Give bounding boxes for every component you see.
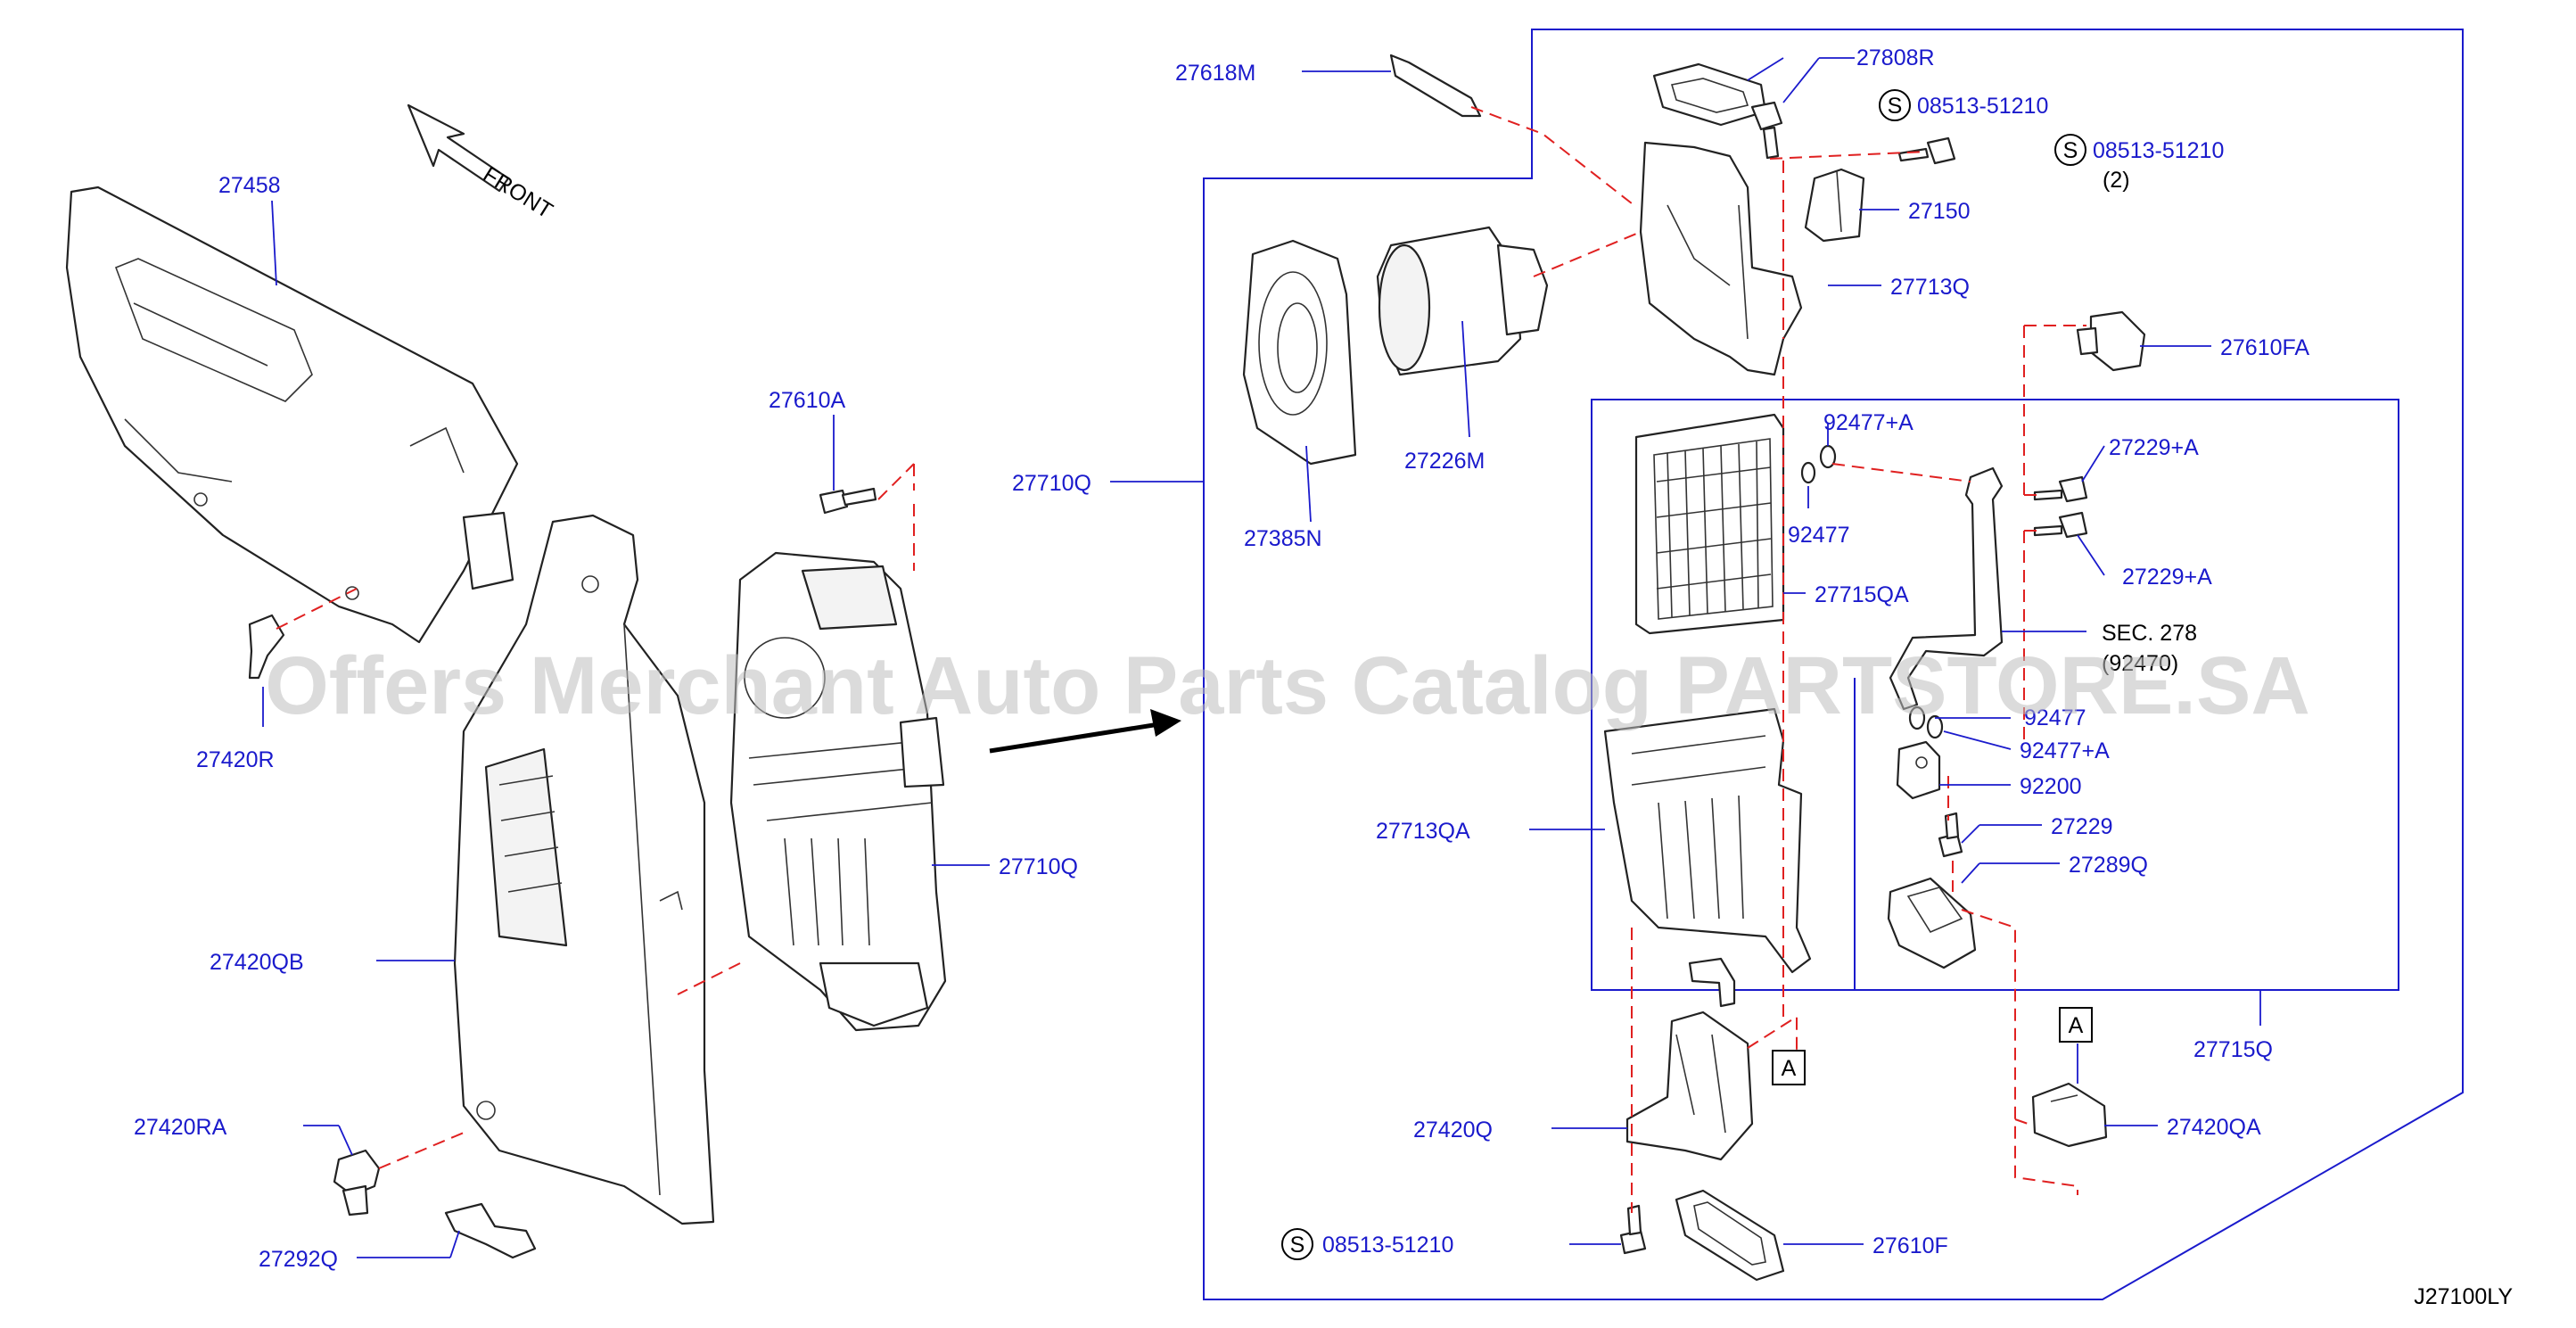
label-27420Q: 27420Q: [1413, 1118, 1493, 1142]
evaporator-frame: [1591, 399, 2399, 991]
label-27420RA: 27420RA: [134, 1115, 227, 1140]
evaporator-core-27715QA: [1634, 413, 1785, 635]
pipe-sec-278: [1889, 466, 2004, 711]
svg-text:A: A: [2069, 1013, 2084, 1038]
bolt-27229A-a: [2033, 475, 2088, 503]
screw-08513-c: [1619, 1204, 1647, 1255]
fan-housing-27385N: [1242, 239, 1357, 466]
screw-symbol-c: S: [1281, 1228, 1313, 1260]
pillar-panel-27420QB: [453, 514, 715, 1225]
label-08513-c: 08513-51210: [1322, 1233, 1453, 1258]
bracket-27292Q: [444, 1202, 537, 1259]
bolt-27610A: [819, 487, 877, 515]
bolt-27229: [1938, 812, 1963, 858]
label-92477A-b: 92477+A: [2020, 738, 2110, 763]
label-27610A: 27610A: [769, 388, 846, 413]
label-27610F: 27610F: [1872, 1233, 1948, 1258]
bracket-27618M: [1389, 54, 1482, 118]
svg-text:S: S: [1290, 1233, 1305, 1258]
svg-text:S: S: [2063, 138, 2078, 163]
label-27420QA: 27420QA: [2167, 1115, 2261, 1140]
duct-27420QA: [2031, 1082, 2108, 1148]
label-27610FA: 27610FA: [2220, 335, 2309, 360]
label-27385N: 27385N: [1244, 526, 1322, 551]
label-27710Q-left: 27710Q: [999, 854, 1078, 879]
label-27289Q: 27289Q: [2069, 853, 2148, 878]
label-27808R: 27808R: [1856, 45, 1935, 70]
screw-symbol-b: S: [2054, 134, 2086, 166]
label-27229A-a: 27229+A: [2109, 435, 2199, 460]
label-sec-278: SEC. 278: [2102, 621, 2197, 646]
label-27292Q: 27292Q: [259, 1247, 338, 1272]
svg-text:S: S: [1888, 94, 1903, 119]
cap-27610FA: [2076, 310, 2146, 372]
seal-27808R: [1652, 62, 1767, 127]
label-27715QA: 27715QA: [1815, 582, 1909, 607]
lower-case-27713QA: [1603, 707, 1812, 974]
label-27420QB: 27420QB: [210, 950, 304, 975]
label-27229A-b: 27229+A: [2122, 565, 2212, 590]
ref-a-box-left: A: [1772, 1050, 1806, 1085]
front-arrow-icon: [407, 103, 510, 193]
label-27458: 27458: [218, 173, 281, 198]
label-92477-b: 92477: [2024, 705, 2086, 730]
label-27713QA: 27713QA: [1376, 819, 1470, 844]
watermark: Offers Merchant Auto Parts Catalog PARTS…: [265, 640, 2310, 731]
o-ring-92477-b: [1908, 705, 1926, 730]
screw-08513-a: [1750, 101, 1783, 160]
label-27710Q-right: 27710Q: [1012, 471, 1091, 496]
clip-27420RA: [333, 1149, 381, 1217]
label-92477-a: 92477: [1788, 523, 1850, 548]
upper-case-27713Q: [1639, 141, 1803, 376]
seal-27610F: [1675, 1189, 1785, 1282]
resistor-27150: [1804, 168, 1865, 243]
label-27226M: 27226M: [1404, 449, 1485, 474]
label-92200: 92200: [2020, 774, 2082, 799]
expansion-valve-92200: [1896, 740, 1941, 800]
drain-hose: [1688, 957, 1736, 1008]
assembly-lines: [276, 106, 2086, 1213]
o-ring-92477A-b: [1926, 714, 1944, 739]
cover-27289Q: [1887, 877, 1977, 969]
blower-housing-27710Q: [729, 551, 947, 1032]
label-27618M: 27618M: [1175, 61, 1255, 86]
clip-27420R: [248, 614, 285, 680]
o-ring-92477-a: [1800, 461, 1816, 484]
label-27420R: 27420R: [196, 747, 275, 772]
label-08513-b: 08513-51210: [2093, 138, 2224, 163]
bolt-27229A-b: [2033, 511, 2088, 539]
label-08513-b-qty: (2): [2103, 168, 2130, 193]
label-27150: 27150: [1908, 199, 1971, 224]
label-27713Q: 27713Q: [1890, 275, 1970, 300]
duct-27420Q: [1625, 1010, 1754, 1161]
label-08513-a: 08513-51210: [1917, 94, 2048, 119]
label-27229: 27229: [2051, 814, 2113, 839]
front-label: FRONT: [479, 161, 557, 223]
svg-text:A: A: [1782, 1056, 1797, 1081]
trim-panel-27458: [65, 186, 519, 644]
blower-motor-27226M: [1376, 226, 1549, 376]
screw-symbol-a: S: [1879, 89, 1911, 121]
assembly-arrow-icon: [989, 709, 1181, 754]
label-sec-92470: (92470): [2102, 651, 2178, 676]
diagram-code: J27100LY: [2414, 1284, 2513, 1309]
label-92477A-a: 92477+A: [1823, 410, 1913, 435]
screw-08513-b: [1897, 136, 1956, 165]
label-27715Q: 27715Q: [2193, 1037, 2273, 1062]
assembly-frame: [1203, 29, 2464, 1300]
ref-a-box-right: A: [2059, 1007, 2093, 1043]
leader-lines: [262, 57, 2261, 1258]
